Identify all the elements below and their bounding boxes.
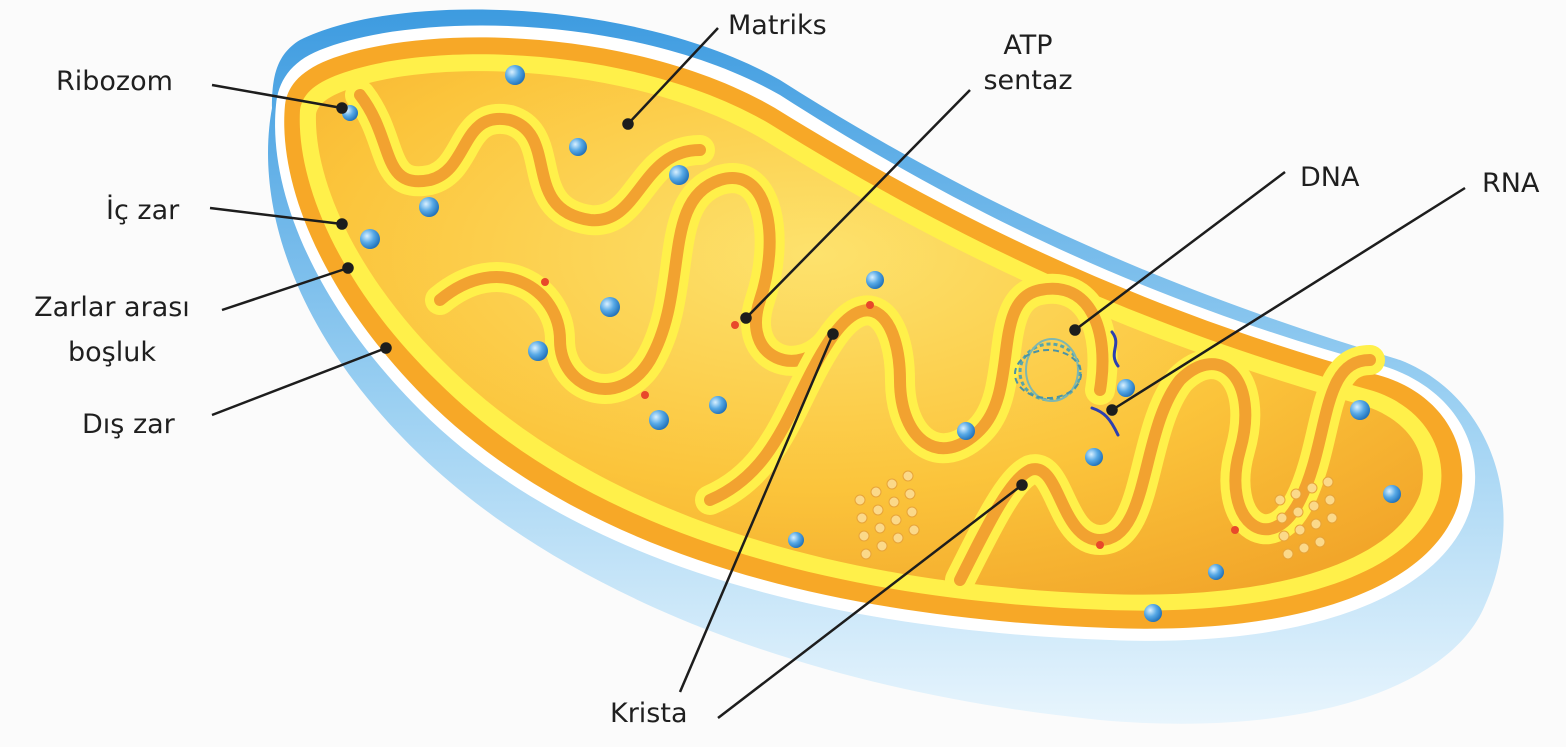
label-krista: Krista bbox=[610, 696, 688, 731]
label-dis-zar: Dış zar bbox=[82, 407, 175, 442]
ribosome bbox=[528, 341, 548, 361]
label-zarlar-arasi-line1: Zarlar arası bbox=[12, 290, 212, 325]
ribosome bbox=[360, 229, 380, 249]
label-atp-sentaz: ATP sentaz bbox=[968, 28, 1088, 98]
ribosome bbox=[709, 396, 727, 414]
ribosome bbox=[866, 271, 884, 289]
ribosome bbox=[569, 138, 587, 156]
label-atp-line2: sentaz bbox=[968, 63, 1088, 98]
label-rna: RNA bbox=[1482, 166, 1539, 201]
ribosome bbox=[957, 422, 975, 440]
ribosome bbox=[600, 297, 620, 317]
ribosome bbox=[1208, 564, 1224, 580]
label-dna: DNA bbox=[1300, 160, 1359, 195]
label-matriks: Matriks bbox=[728, 8, 827, 43]
label-zarlar-arasi-bosluk: Zarlar arası boşluk bbox=[12, 290, 212, 370]
ribosome bbox=[649, 410, 669, 430]
label-zarlar-arasi-line2: boşluk bbox=[12, 335, 212, 370]
label-ic-zar: İç zar bbox=[106, 193, 179, 228]
ribosome bbox=[1117, 379, 1135, 397]
ribosome bbox=[1350, 400, 1370, 420]
ribosome bbox=[669, 165, 689, 185]
ribosome bbox=[419, 197, 439, 217]
ribosome bbox=[1085, 448, 1103, 466]
ribosome bbox=[788, 532, 804, 548]
label-atp-line1: ATP bbox=[968, 28, 1088, 63]
ribosome bbox=[1144, 604, 1162, 622]
label-ribozom: Ribozom bbox=[56, 64, 173, 99]
ribosome bbox=[1383, 485, 1401, 503]
ribosome bbox=[505, 65, 525, 85]
